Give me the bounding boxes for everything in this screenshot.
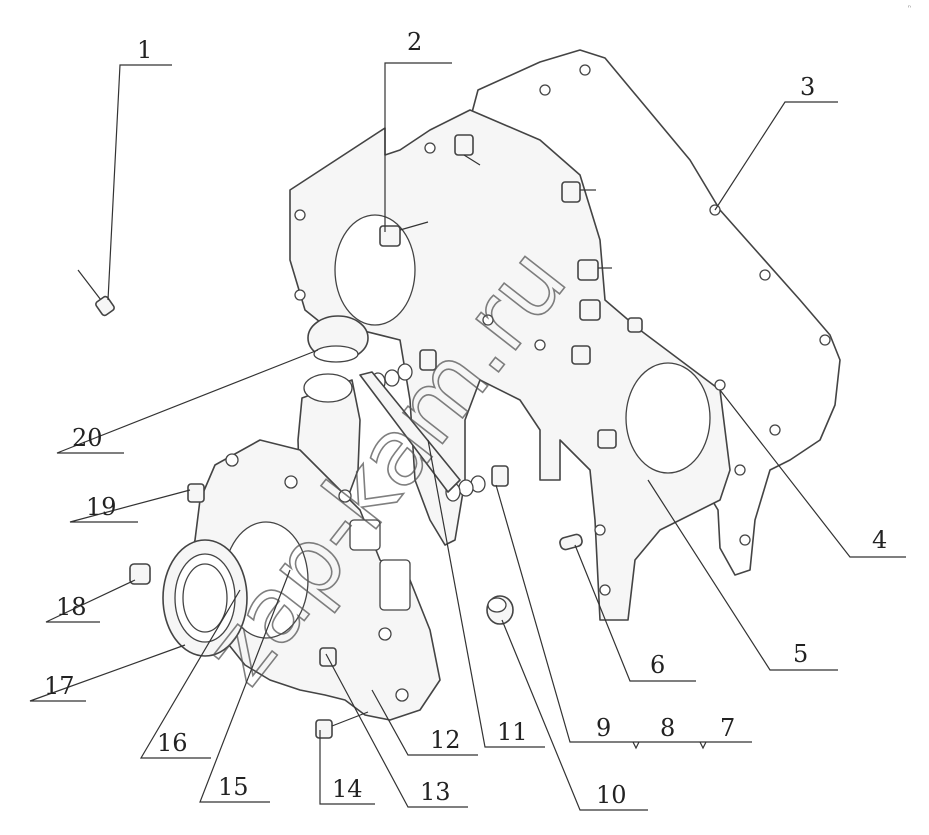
callout-20: 20 — [72, 424, 103, 452]
front-cover-housing — [184, 439, 441, 721]
callout-18: 18 — [56, 593, 87, 621]
callout-2: 2 — [407, 28, 422, 56]
callout-1: 1 — [137, 36, 152, 64]
callout-labels: 1 2 3 4 5 6 7 8 9 10 11 12 13 14 15 16 1… — [44, 28, 887, 809]
water-outlet-cap — [307, 315, 369, 363]
callout-19: 19 — [86, 493, 117, 521]
callout-6: 6 — [650, 651, 665, 679]
callout-16: 16 — [157, 729, 188, 757]
callout-17: 17 — [44, 672, 75, 700]
plate-bolts — [379, 134, 643, 449]
callout-13: 13 — [420, 778, 451, 806]
bushing — [486, 595, 514, 625]
bracket — [359, 371, 461, 493]
corner-mark: ⁿ — [908, 4, 911, 12]
oil-seal-ring — [162, 539, 248, 657]
callout-8: 8 — [660, 714, 675, 742]
callout-leaders — [29, 62, 906, 811]
callout-4: 4 — [872, 526, 887, 554]
callout-11: 11 — [497, 718, 528, 746]
callout-9: 9 — [596, 714, 611, 742]
callout-14: 14 — [332, 775, 363, 803]
callout-3: 3 — [800, 73, 815, 101]
long-bolt — [77, 269, 115, 317]
callout-10: 10 — [596, 781, 627, 809]
callout-12: 12 — [430, 726, 461, 754]
callout-5: 5 — [793, 640, 808, 668]
callout-7: 7 — [720, 714, 735, 742]
dowel-pin — [559, 533, 583, 551]
callout-15: 15 — [218, 773, 249, 801]
